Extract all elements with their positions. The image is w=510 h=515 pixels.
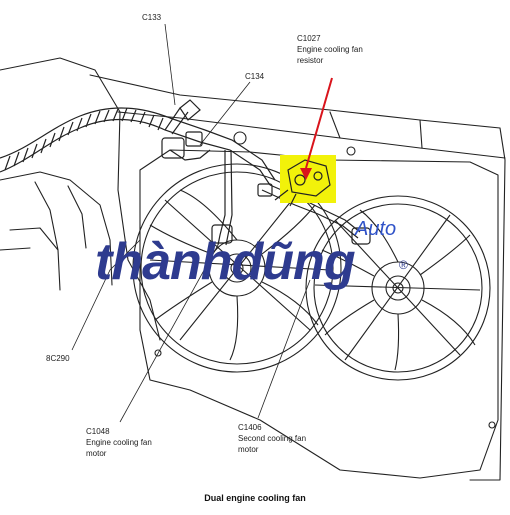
resistor-pointer <box>305 77 333 169</box>
label-c1048-line2: motor <box>86 449 107 458</box>
left-body-panel <box>0 57 161 341</box>
radiator-support <box>89 74 501 129</box>
label-c1406-line1: Second cooling fan <box>238 434 307 443</box>
watermark-logo: thànhdũng Auto ® <box>95 218 425 298</box>
label-c1048-line1: Engine cooling fan <box>86 438 152 447</box>
label-c133: C133 <box>142 13 162 22</box>
label-c1048-code: C1048 <box>86 427 110 436</box>
wiring-harness <box>0 99 371 246</box>
fan-right <box>305 195 491 381</box>
leader-lines <box>71 23 311 423</box>
label-c1027-code: C1027 <box>297 34 321 43</box>
label-c1406-line2: motor <box>238 445 259 454</box>
label-c1406-code: C1406 <box>238 423 262 432</box>
fan-left <box>132 163 342 373</box>
label-c134: C134 <box>245 72 265 81</box>
label-c1027-line2: resistor <box>297 56 324 65</box>
fan-shroud <box>139 149 499 479</box>
resistor-icon <box>274 159 331 207</box>
label-8c290: 8C290 <box>46 354 70 363</box>
figure-caption: Dual engine cooling fan <box>204 493 306 503</box>
registered-mark: ® <box>399 258 408 272</box>
label-c1027-line1: Engine cooling fan <box>297 45 363 54</box>
watermark-sub: Auto <box>355 218 397 240</box>
watermark-text: thànhdũng <box>95 233 356 291</box>
